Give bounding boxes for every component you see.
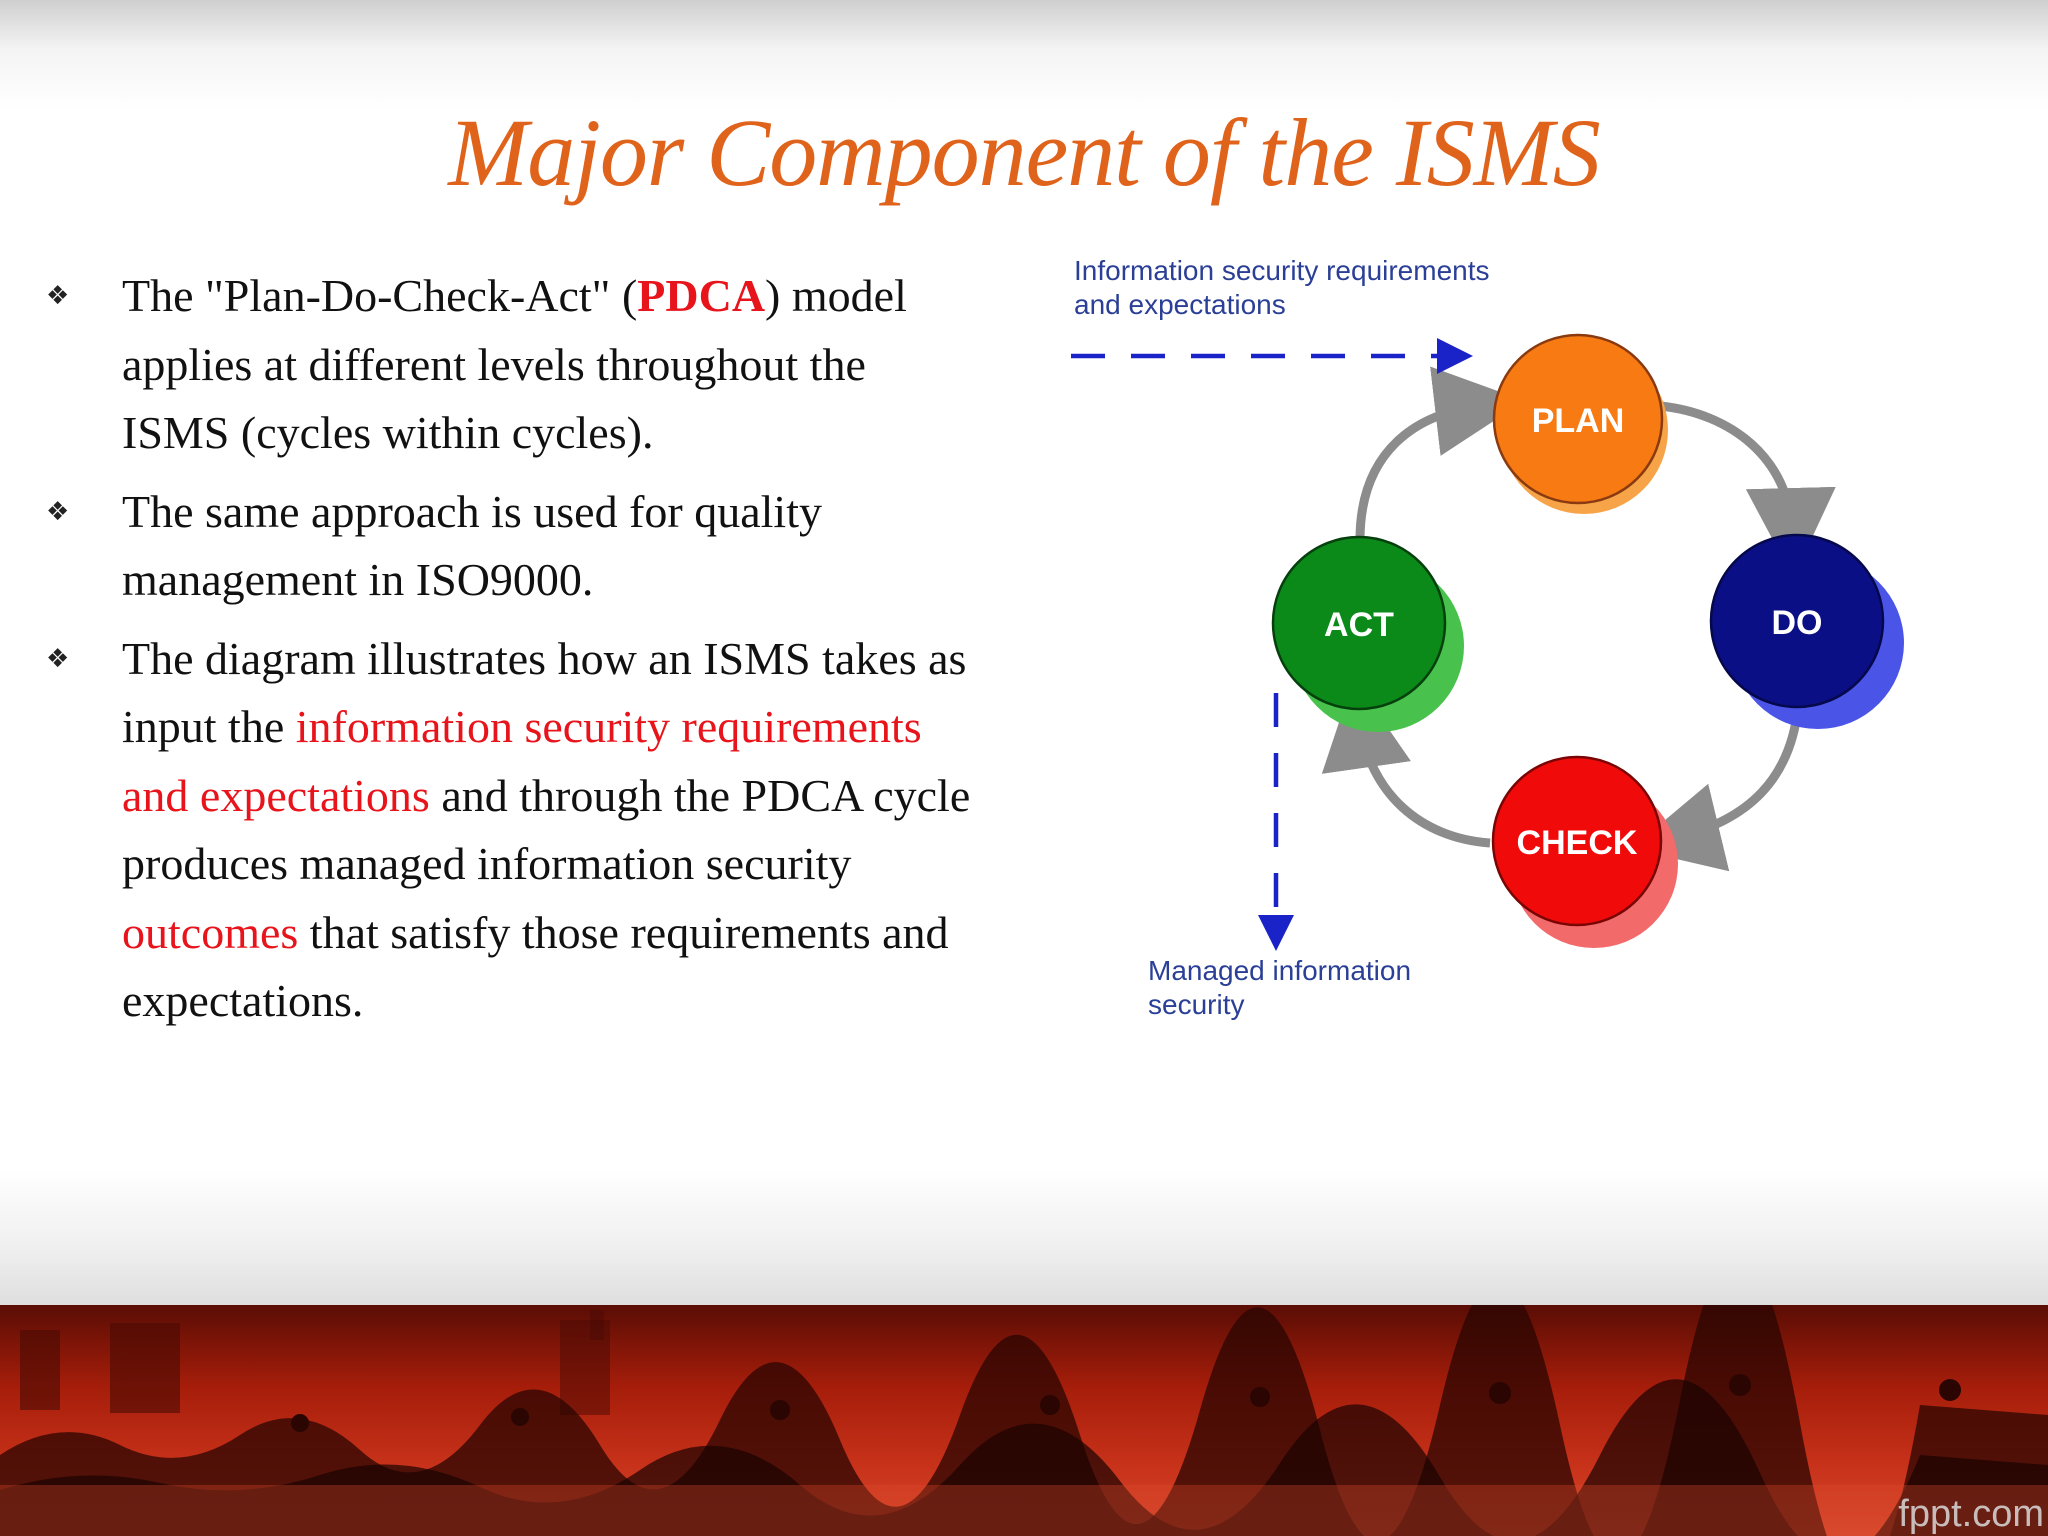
node-plan: PLAN: [1492, 333, 1668, 514]
node-do: DO: [1709, 533, 1904, 729]
bullet-text: that satisfy those requirements and expe…: [122, 906, 949, 1027]
pdca-diagram-canvas: PLAN DO CHECK ACT: [1071, 333, 1904, 951]
bullet-item: ❖ The same approach is used for quality m…: [40, 478, 980, 615]
bullet-text: The "Plan-Do-Check-Act" (: [122, 270, 638, 321]
input-label: Information security requirements and ex…: [1074, 255, 1490, 320]
node-act: ACT: [1271, 535, 1464, 732]
highlighted-text: information security requirements and ex…: [122, 701, 922, 821]
plan-label: PLAN: [1532, 402, 1625, 440]
check-circle: [1491, 755, 1663, 927]
diamond-bullet-icon: ❖: [46, 496, 70, 527]
bullet-text: ) model applies at different levels thro…: [122, 270, 907, 458]
node-check: CHECK: [1491, 755, 1678, 948]
output-label: Managed information security: [1148, 955, 1412, 1020]
check-label: CHECK: [1517, 824, 1638, 862]
highlighted-text: outcomes: [122, 906, 299, 958]
arrow-do-to-check: [1631, 707, 1803, 872]
bullet-item: ❖ The diagram illustrates how an ISMS tak…: [40, 625, 980, 1036]
pdca-diagram: PLAN DO CHECK ACT Information security r…: [1060, 248, 1940, 1038]
arrow-plan-to-do: [1659, 401, 1836, 578]
bullet-text: The diagram illustrates how an ISMS take…: [122, 632, 967, 753]
arrow-act-to-plan: [1355, 366, 1525, 541]
slide-title: Major Component of the ISMS: [448, 99, 1601, 206]
do-circle: [1709, 533, 1885, 709]
bullet-list: ❖ The "Plan-Do-Check-Act" (PDCA) model ap…: [40, 262, 980, 1046]
bullet-text: and through the PDCA cycle produces mana…: [122, 769, 971, 890]
watermark: fppt.com: [1898, 1493, 2044, 1535]
arrow-check-to-act: [1321, 678, 1491, 848]
plan-circle: [1492, 333, 1664, 505]
act-label: ACT: [1324, 606, 1394, 644]
do-label: DO: [1772, 604, 1823, 642]
bullet-item: ❖ The "Plan-Do-Check-Act" (PDCA) model ap…: [40, 262, 980, 468]
diamond-bullet-icon: ❖: [46, 643, 70, 674]
diamond-bullet-icon: ❖: [46, 281, 70, 311]
act-circle: [1271, 535, 1447, 711]
bullet-text: The same approach is used for quality ma…: [122, 485, 822, 606]
footer-banner: fppt.com: [0, 1305, 2048, 1536]
crowd-silhouette: [0, 1305, 2048, 1536]
highlighted-text: PDCA: [637, 270, 766, 321]
